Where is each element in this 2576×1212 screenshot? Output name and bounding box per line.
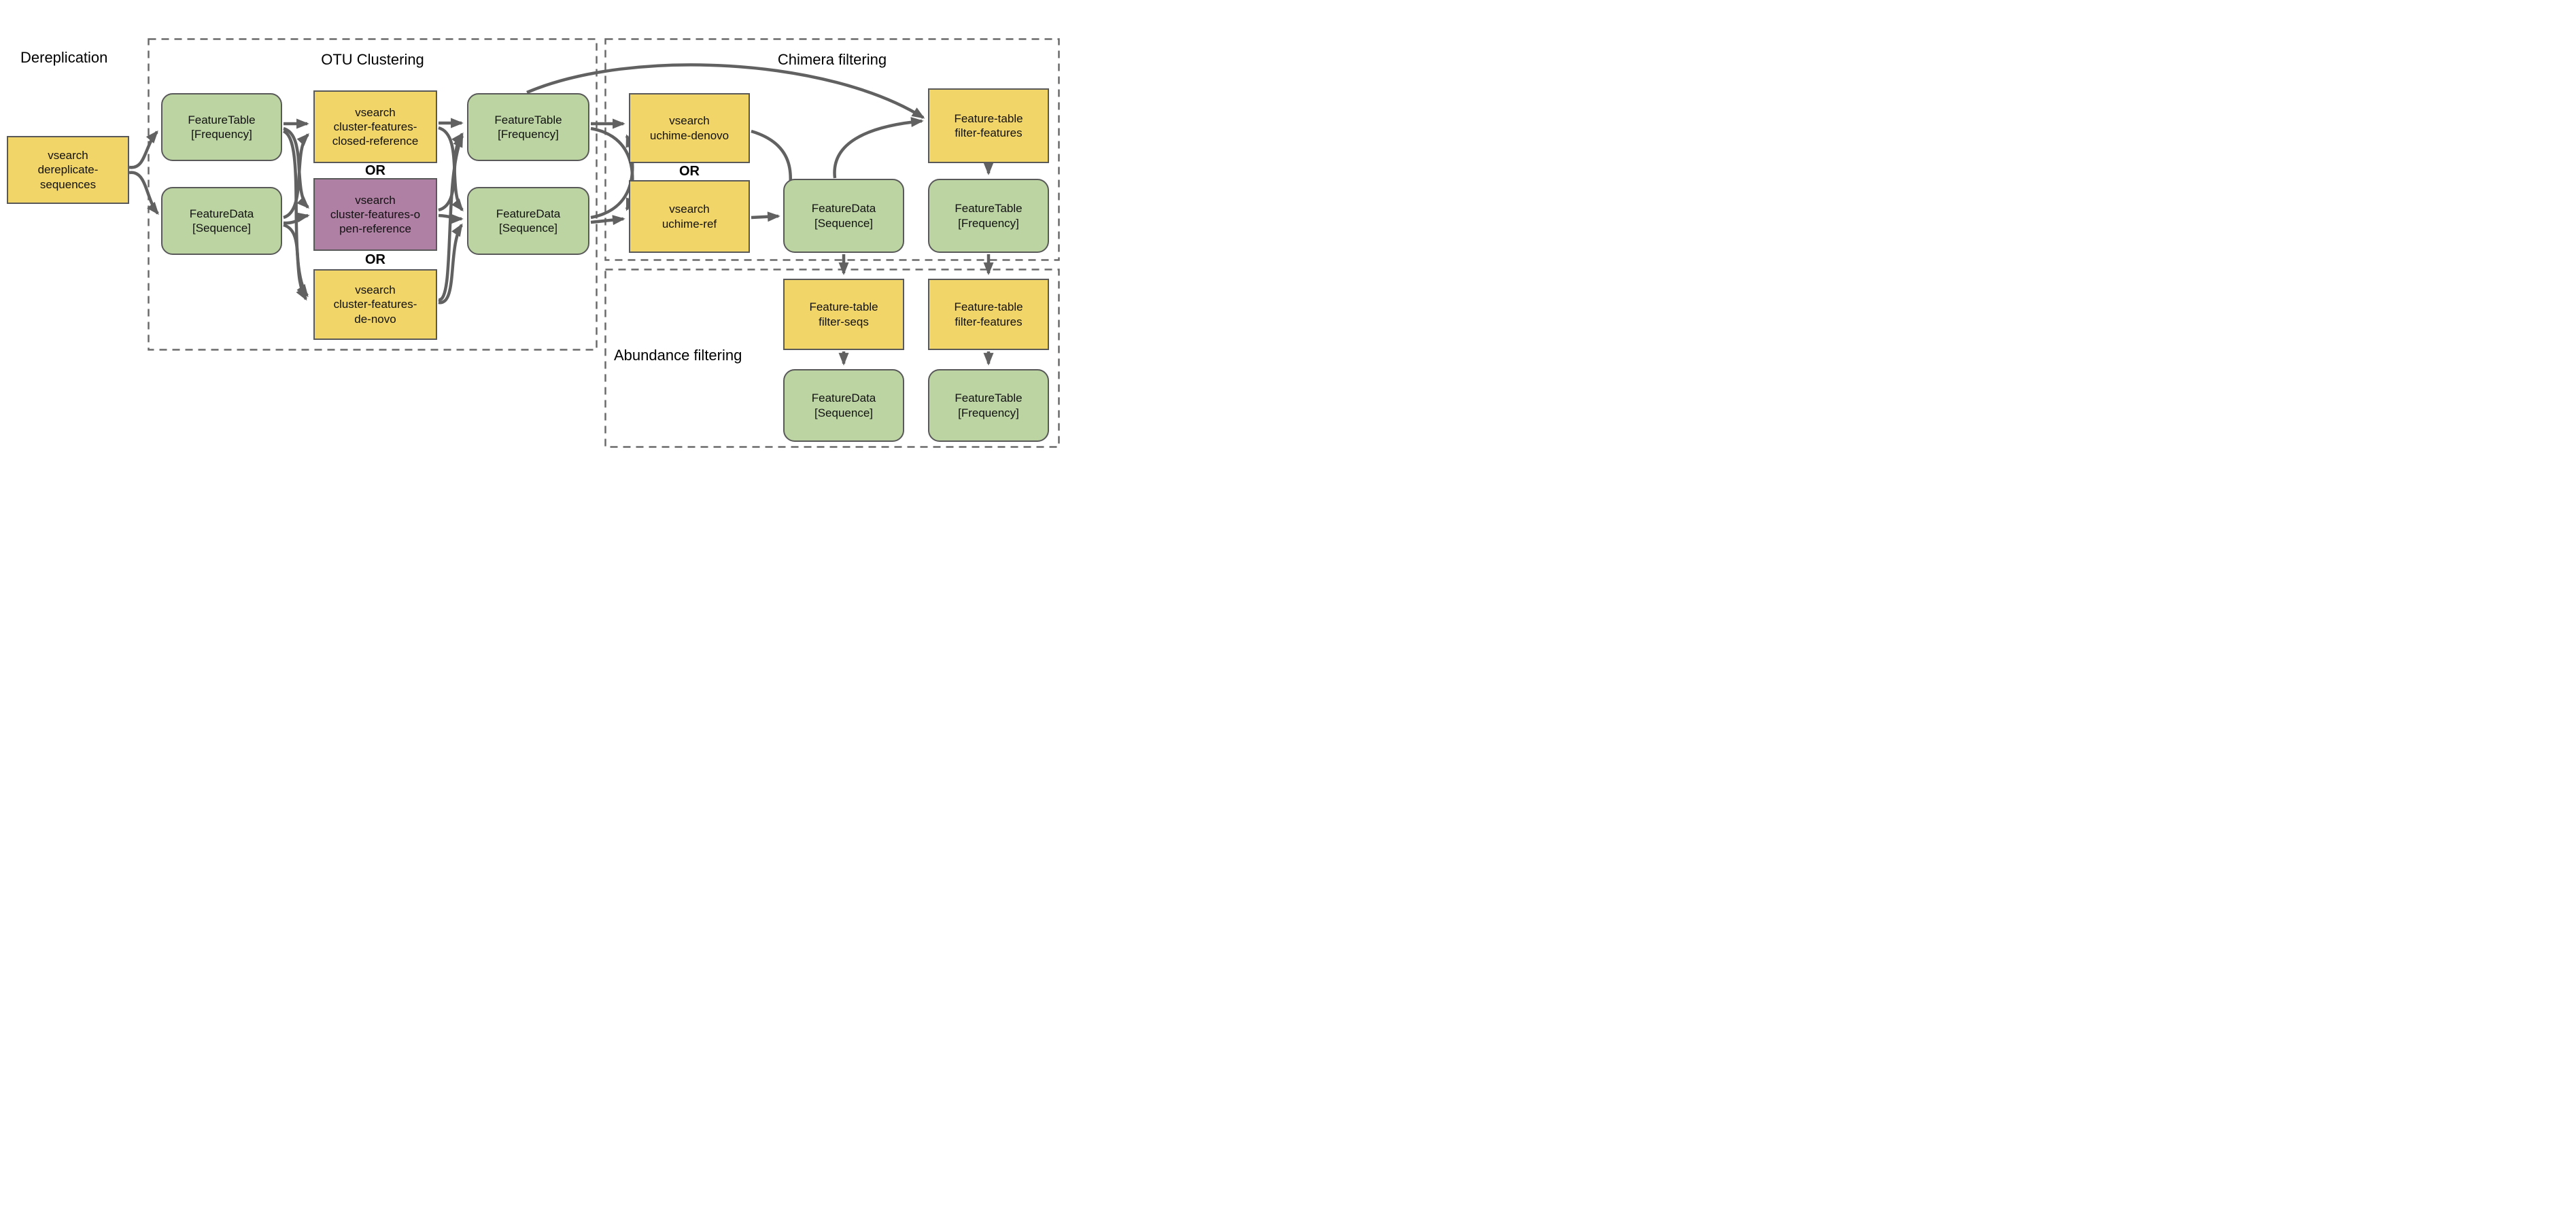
arrow-featuretable-out-to-filter-features — [526, 63, 925, 119]
arrow-derep-to-featuretable — [128, 130, 158, 169]
node-abundance-feature-table-filter-seqs: Feature-table filter-seqs — [783, 279, 904, 350]
node-label: vsearch uchime-ref — [662, 203, 717, 230]
node-vsearch-cluster-features-de-novo: vsearch cluster-features- de-novo — [313, 269, 437, 340]
node-label: FeatureTable [Frequency] — [955, 202, 1023, 230]
arrow-featuredata-to-closed-ref — [283, 133, 309, 220]
node-abundance-feature-table-filter-features: Feature-table filter-features — [928, 279, 1049, 350]
node-label: FeatureTable [Frequency] — [955, 392, 1023, 419]
section-title-otu-clustering: OTU Clustering — [321, 51, 424, 68]
node-vsearch-cluster-features-open-reference: vsearch cluster-features-o pen-reference — [313, 178, 437, 251]
node-label: vsearch cluster-features- closed-referen… — [332, 105, 419, 148]
node-label: FeatureData [Sequence] — [811, 202, 876, 230]
node-label: FeatureData [Sequence] — [811, 392, 876, 419]
node-abundance-featuretable-frequency: FeatureTable [Frequency] — [928, 369, 1049, 442]
node-chimera-featuredata-sequence: FeatureData [Sequence] — [783, 179, 904, 253]
arrow-featuredata-to-de-novo — [283, 223, 307, 301]
node-label: vsearch dereplicate- sequences — [37, 149, 99, 191]
node-label: vsearch cluster-features-o pen-reference — [330, 193, 421, 236]
arrow-featuredata-out-to-uchime-ref — [590, 215, 625, 226]
node-label: FeatureTable [Frequency] — [188, 113, 256, 141]
node-vsearch-uchime-denovo: vsearch uchime-denovo — [629, 93, 750, 163]
node-otu-featuredata-sequence-out: FeatureData [Sequence] — [467, 187, 589, 255]
arrow-open-ref-to-featuredata-out — [438, 213, 464, 224]
node-label: FeatureData [Sequence] — [189, 207, 254, 235]
arrow-chimera-featuredata-to-filter-features — [833, 117, 924, 179]
arrow-de-novo-to-featuredata-out — [438, 223, 463, 305]
node-vsearch-dereplicate-sequences: vsearch dereplicate- sequences — [7, 136, 129, 204]
or-label-otu-1: OR — [365, 163, 385, 178]
chimera-filtering-group-border — [604, 38, 1060, 261]
or-label-otu-2: OR — [365, 252, 385, 267]
node-chimera-featuretable-frequency: FeatureTable [Frequency] — [928, 179, 1049, 253]
node-label: vsearch cluster-features- de-novo — [333, 283, 417, 326]
node-label: Feature-table filter-seqs — [809, 300, 878, 328]
arrow-featuretable-to-de-novo — [282, 129, 309, 298]
node-vsearch-cluster-features-closed-reference: vsearch cluster-features- closed-referen… — [313, 90, 437, 163]
or-label-chimera: OR — [679, 164, 700, 179]
arrow-uchime-ref-to-featuredata — [751, 211, 780, 222]
section-title-abundance-filtering: Abundance filtering — [614, 347, 742, 364]
node-chimera-feature-table-filter-features: Feature-table filter-features — [928, 88, 1049, 163]
node-vsearch-uchime-ref: vsearch uchime-ref — [629, 180, 750, 253]
arrow-derep-to-featuredata — [128, 171, 159, 215]
section-title-dereplication: Dereplication — [20, 49, 108, 66]
abundance-filtering-group-border — [604, 269, 1060, 448]
node-label: Feature-table filter-features — [954, 111, 1023, 139]
node-label: FeatureData [Sequence] — [496, 207, 561, 235]
arrow-featuredata-to-open-ref — [283, 212, 310, 225]
node-label: Feature-table filter-features — [954, 300, 1023, 328]
node-label: vsearch uchime-denovo — [649, 114, 729, 142]
node-otu-featuretable-frequency-out: FeatureTable [Frequency] — [467, 93, 589, 161]
node-otu-featuretable-frequency-in: FeatureTable [Frequency] — [161, 93, 282, 161]
node-otu-featuredata-sequence-in: FeatureData [Sequence] — [161, 187, 282, 255]
section-title-chimera-filtering: Chimera filtering — [777, 51, 887, 68]
node-label: FeatureTable [Frequency] — [494, 113, 562, 141]
arrow-de-novo-to-featuretable-out — [438, 134, 464, 302]
workflow-diagram: Dereplication OTU Clustering Chimera fil… — [0, 0, 1066, 500]
node-abundance-featuredata-sequence: FeatureData [Sequence] — [783, 369, 904, 442]
